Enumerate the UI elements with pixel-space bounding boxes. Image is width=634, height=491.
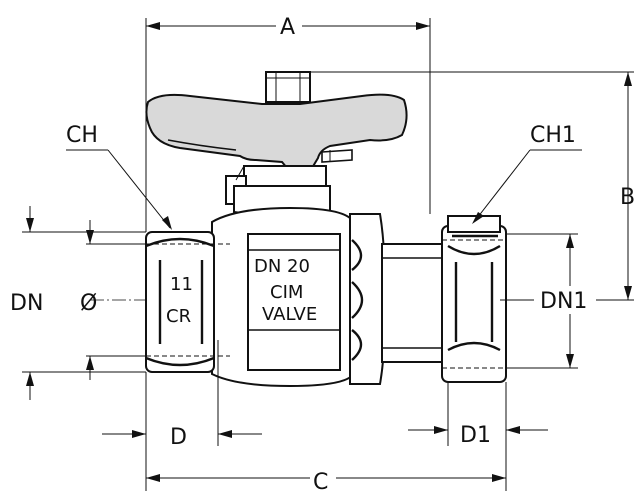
body-dn-marking: DN 20	[254, 256, 310, 277]
leader-ch1: CH1	[472, 123, 582, 224]
right-tailpiece	[381, 243, 445, 363]
leader-ch: CH	[66, 123, 172, 230]
dim-diameter-label: Ø	[80, 291, 97, 316]
dim-d1-label: D1	[460, 423, 491, 448]
body-right-hex	[349, 213, 386, 385]
right-hex-nut	[441, 215, 507, 383]
butterfly-handle	[145, 93, 408, 176]
body-valve-label: VALVE	[262, 304, 317, 325]
wrench-ch1-label: CH1	[530, 123, 576, 148]
dimension-a: A	[145, 12, 431, 232]
nut-number: 11	[170, 274, 193, 295]
dim-dn-label: DN	[10, 291, 43, 316]
dim-b-label: B	[620, 185, 634, 210]
wrench-ch-label: CH	[66, 123, 98, 148]
dim-dn1-label: DN1	[540, 289, 587, 314]
dimension-dn: DN	[10, 206, 146, 400]
stem-nut	[265, 71, 311, 103]
dimension-d1: D1	[408, 382, 548, 448]
dim-c-label: C	[313, 470, 328, 491]
dimension-dn1: DN1	[506, 233, 596, 369]
body-cim-logo: CIM	[270, 282, 303, 303]
dim-d-label: D	[170, 425, 187, 450]
nut-cr-logo: CR	[166, 306, 191, 327]
dimension-c: C	[145, 372, 507, 491]
dimension-diameter: Ø	[80, 220, 146, 380]
dimension-d: D	[102, 340, 262, 450]
dim-a-label: A	[280, 15, 295, 40]
left-hex-nut: 11 CR	[145, 231, 230, 373]
valve-body: DN 20 CIM VALVE	[211, 206, 353, 388]
